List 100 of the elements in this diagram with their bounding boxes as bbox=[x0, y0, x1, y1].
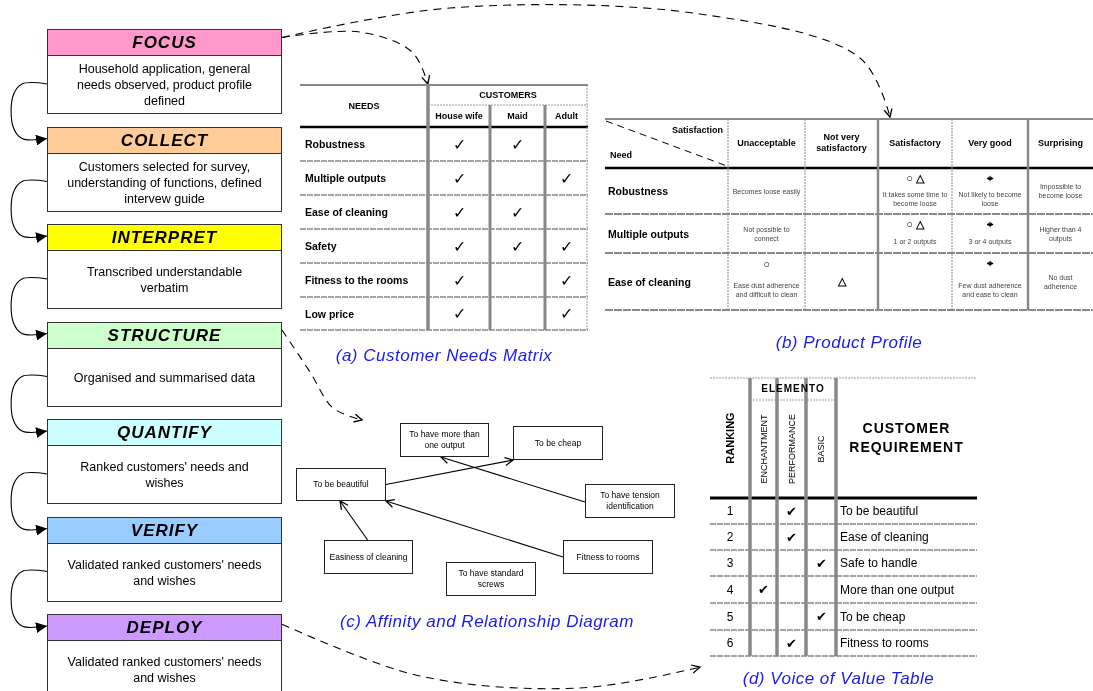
requirement-text: To be cheap bbox=[839, 608, 907, 626]
arrow bbox=[10, 374, 48, 438]
requirement-text: Safe to handle bbox=[839, 555, 919, 572]
check-mark: ✓ bbox=[451, 304, 467, 324]
check-mark: ✓ bbox=[510, 236, 525, 257]
process-box bbox=[47, 516, 282, 602]
row-label: Robustness bbox=[607, 184, 670, 199]
dashed-arrow bbox=[281, 623, 701, 690]
stage-description: Ranked customers' needs and wishes bbox=[79, 459, 250, 492]
row-label: Robustness bbox=[304, 137, 367, 152]
rank-number: 6 bbox=[725, 635, 735, 652]
dashed-arrow bbox=[281, 30, 431, 85]
row-label: Safety bbox=[304, 239, 338, 254]
stage-description: Validated ranked customers' needs and wishes bbox=[66, 556, 263, 590]
figure-caption: (b) Product Profile bbox=[774, 333, 924, 353]
process-box bbox=[47, 614, 282, 691]
column-header: Unacceptable bbox=[736, 136, 797, 150]
affinity-note: To have more than one output bbox=[400, 423, 489, 457]
process-box bbox=[47, 126, 282, 212]
process-box bbox=[47, 29, 282, 114]
stage-description: Validated ranked customers' needs and wishes bbox=[66, 654, 263, 687]
dashed-arrow bbox=[281, 329, 363, 423]
row-label: Multiple outputs bbox=[607, 226, 691, 242]
requirement-text: Fitness to rooms bbox=[839, 635, 930, 652]
process-box bbox=[47, 419, 282, 504]
arrow bbox=[10, 82, 48, 146]
rank-number: 1 bbox=[725, 503, 735, 520]
column-header: House wife bbox=[434, 110, 484, 123]
check-mark: ✓ bbox=[451, 168, 467, 189]
rank-number: 3 bbox=[725, 555, 735, 572]
column-header: Satisfaction bbox=[671, 124, 724, 137]
check-mark: ✓ bbox=[559, 270, 574, 291]
check-mark: ✔ bbox=[785, 502, 798, 521]
stage-heading: QUANTIFY bbox=[48, 420, 281, 446]
column-header: ELEMENTO bbox=[760, 382, 826, 396]
check-mark: ✔ bbox=[785, 528, 798, 547]
row-label: Fitness to the rooms bbox=[304, 273, 410, 288]
column-header: Surprising bbox=[1037, 136, 1084, 150]
check-mark: ✓ bbox=[559, 236, 574, 257]
column-header: BASIC bbox=[815, 434, 827, 465]
check-mark: ✔ bbox=[814, 554, 828, 573]
rating-symbol: ⌖ bbox=[986, 171, 995, 186]
rating-symbol: ⌖ bbox=[986, 256, 995, 271]
column-header: Maid bbox=[506, 110, 529, 123]
stage-heading: DEPLOY bbox=[48, 615, 281, 641]
rating-symbol: △ bbox=[836, 274, 848, 289]
column-header: Not very satisfactory bbox=[815, 131, 868, 155]
dashed-arrow bbox=[281, 4, 893, 118]
rating-symbol: ○ △ bbox=[905, 217, 926, 232]
requirement-text: To be beautiful bbox=[839, 503, 920, 520]
check-mark: ✓ bbox=[510, 202, 525, 223]
affinity-note: Easiness of cleaning bbox=[324, 540, 413, 574]
check-mark: ✓ bbox=[451, 270, 467, 291]
check-mark: ✓ bbox=[451, 236, 467, 257]
process-box bbox=[47, 224, 282, 309]
figure-caption: (a) Customer Needs Matrix bbox=[334, 346, 554, 366]
row-label: Multiple outputs bbox=[304, 171, 388, 186]
arrow bbox=[385, 498, 564, 558]
arrow bbox=[385, 456, 514, 486]
arrow bbox=[339, 500, 369, 541]
column-header: CUSTOMER REQUIREMENT bbox=[848, 418, 965, 457]
figure-caption: (c) Affinity and Relationship Diagram bbox=[339, 612, 635, 632]
figure-caption: (d) Voice of Value Table bbox=[741, 669, 936, 689]
stage-description: Household application, general needs observed, product profile defined bbox=[75, 61, 254, 110]
row-header: Need bbox=[609, 149, 633, 162]
stage-heading: FOCUS bbox=[48, 30, 281, 56]
check-mark: ✓ bbox=[510, 134, 525, 155]
stage-heading: STRUCTURE bbox=[48, 322, 281, 349]
affinity-note: To have standard screws bbox=[446, 562, 536, 596]
row-label: Ease of cleaning bbox=[607, 274, 692, 290]
rating-symbol: ⌖ bbox=[986, 217, 995, 232]
requirement-text: More than one output bbox=[839, 581, 956, 599]
requirement-text: Ease of cleaning bbox=[839, 529, 930, 546]
column-header: NEEDS bbox=[347, 99, 381, 113]
stage-description: Customers selected for survey, understanding of functions, defined intervew guide bbox=[66, 158, 263, 208]
check-mark: ✓ bbox=[559, 304, 574, 324]
arrow bbox=[10, 277, 48, 341]
column-header: Very good bbox=[967, 136, 1013, 150]
stage-description: Organised and summarised data bbox=[72, 369, 257, 387]
column-header: CUSTOMERS bbox=[478, 88, 538, 102]
affinity-note: To have tension identification bbox=[585, 484, 675, 518]
affinity-note: To be cheap bbox=[513, 426, 603, 460]
column-header: PERFORMANCE bbox=[785, 413, 798, 486]
row-label: Ease of cleaning bbox=[304, 205, 389, 220]
rank-number: 4 bbox=[725, 581, 735, 599]
column-header: Adult bbox=[554, 110, 579, 123]
arrow bbox=[10, 569, 48, 633]
stage-description: Transcribed understandable verbatim bbox=[85, 264, 244, 297]
arrow bbox=[10, 179, 48, 243]
check-mark: ✓ bbox=[559, 168, 574, 189]
process-box bbox=[47, 321, 282, 407]
affinity-note: To be beautiful bbox=[296, 468, 386, 501]
check-mark: ✓ bbox=[451, 134, 467, 155]
rating-symbol: ○ △ bbox=[905, 171, 926, 186]
affinity-note: Fitness to rooms bbox=[563, 540, 653, 574]
rank-number: 2 bbox=[725, 529, 735, 546]
rank-number: 5 bbox=[725, 608, 735, 626]
rating-symbol: ○ bbox=[762, 256, 771, 271]
check-mark: ✔ bbox=[757, 581, 770, 599]
row-label: Low price bbox=[304, 306, 355, 322]
